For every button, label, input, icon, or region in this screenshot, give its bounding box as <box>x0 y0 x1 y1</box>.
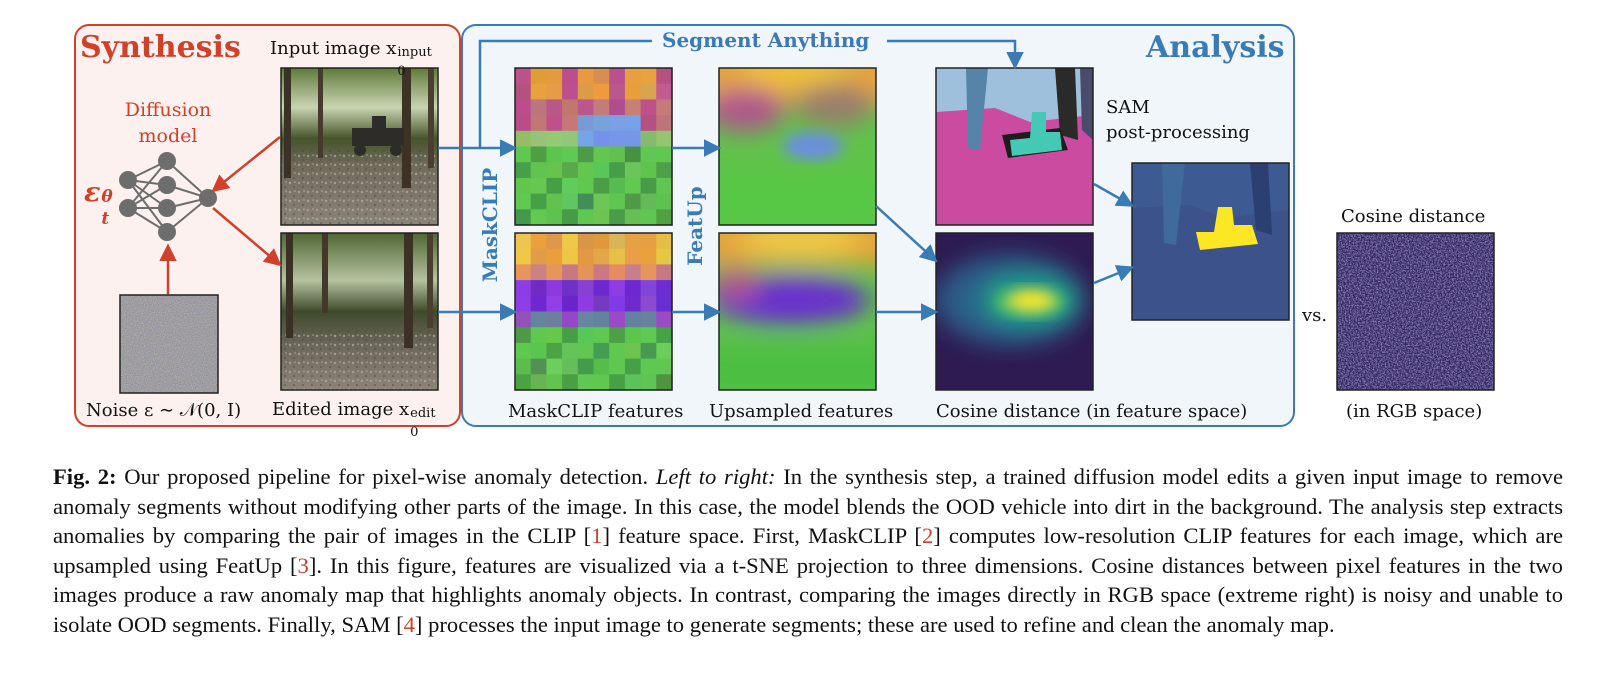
synthesis-title: Synthesis <box>80 30 241 65</box>
segment-anything-label: Segment Anything <box>662 28 870 52</box>
synthesis-arrows <box>159 136 282 294</box>
vs-label: vs. <box>1302 305 1328 326</box>
caption-figure-label: Fig. 2: <box>53 464 117 489</box>
vehicle-shape <box>352 116 404 156</box>
maskclip-features-input <box>515 68 673 226</box>
noise-image <box>119 294 219 394</box>
sam-postprocessing-label: SAM post-processing <box>1106 97 1250 143</box>
citation-link[interactable]: 3 <box>297 552 309 578</box>
sam-segments <box>936 68 1093 225</box>
neural-network-icon <box>119 152 217 241</box>
edited-image <box>281 233 438 390</box>
upsampled-features-edited <box>719 233 876 390</box>
pipeline-diagram <box>74 24 1495 427</box>
rgb-space-label: (in RGB space) <box>1346 401 1483 422</box>
analysis-arrows <box>438 39 1135 321</box>
cosine-feature-space-label: Cosine distance (in feature space) <box>936 401 1248 422</box>
caption-text: Fig. 2: Our proposed pipeline for pixel-… <box>53 464 1563 637</box>
citation-link[interactable]: 4 <box>403 611 415 637</box>
maskclip-vertical-label: MaskCLIP <box>478 167 502 283</box>
upsampled-features-input <box>719 68 876 225</box>
citation-link[interactable]: 2 <box>921 523 934 549</box>
figure-caption: Fig. 2: Our proposed pipeline for pixel-… <box>53 462 1563 640</box>
citation-link[interactable]: 1 <box>591 523 603 549</box>
cosine-distance-feature-map <box>936 233 1093 390</box>
featup-vertical-label: FeatUp <box>683 186 707 266</box>
cosine-distance-rgb-map <box>1337 233 1494 390</box>
refined-anomaly-map <box>1132 163 1289 320</box>
diffusion-model-label: Diffusion model <box>124 99 212 147</box>
maskclip-features-label: MaskCLIP features <box>508 401 684 422</box>
maskclip-features-edited <box>515 233 673 391</box>
analysis-title: Analysis <box>1146 30 1285 65</box>
input-image <box>281 68 438 225</box>
noise-label: Noise ε ∼ 𝒩(0, I) <box>86 400 242 421</box>
upsampled-features-label: Upsampled features <box>709 401 894 422</box>
cosine-distance-title: Cosine distance <box>1341 206 1486 227</box>
